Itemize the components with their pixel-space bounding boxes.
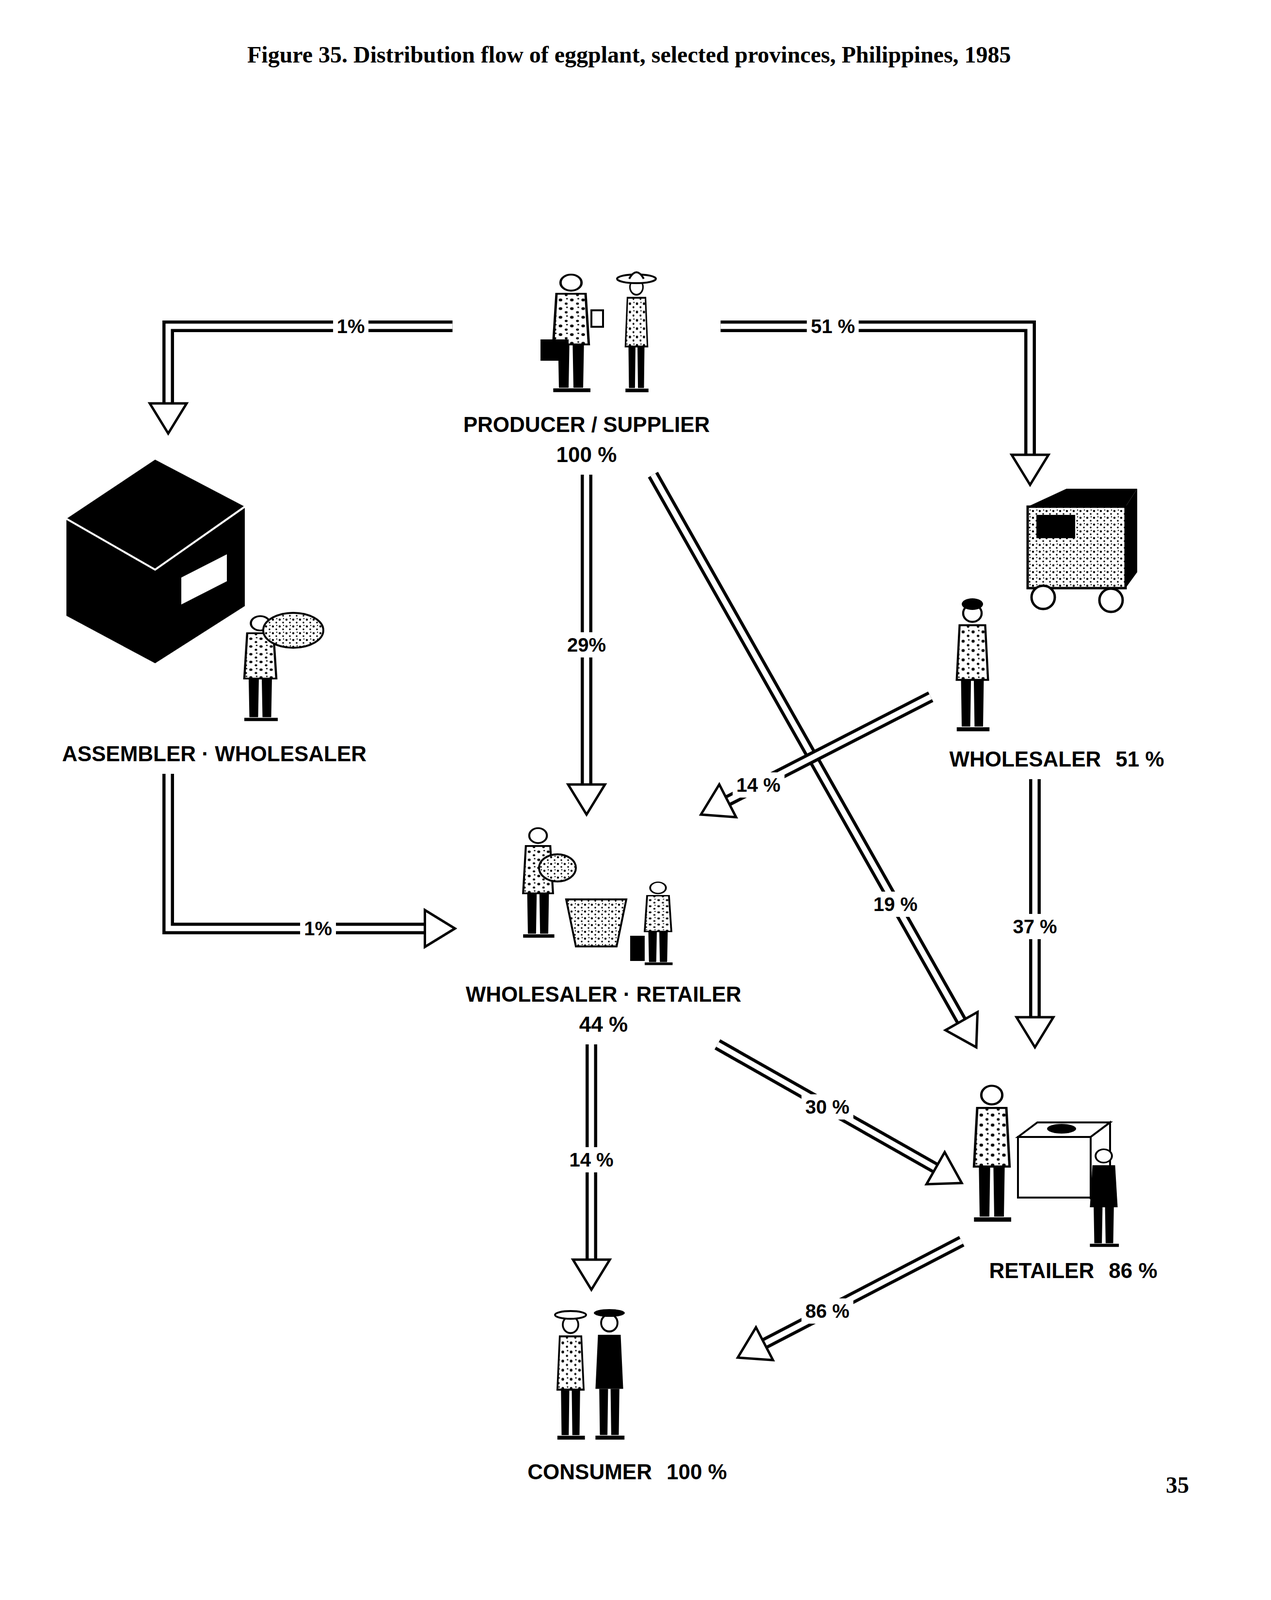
arrow-head: [149, 403, 187, 434]
node-label: 100 %: [463, 439, 711, 470]
arrow-outline: [580, 474, 593, 785]
node-label: CONSUMER: [527, 1456, 652, 1487]
figure-space: [452, 264, 721, 410]
flow-arrow: [720, 326, 1049, 485]
arrow-head: [568, 784, 605, 815]
node-text: ASSEMBLER · WHOLESALER: [62, 738, 367, 769]
node-label: ASSEMBLER · WHOLESALER: [62, 738, 367, 769]
arrow-head: [1016, 1016, 1054, 1048]
flow-share: 30 %: [801, 1094, 854, 1120]
node-text: WHOLESALER · RETAILER44 %: [465, 979, 742, 1040]
node-text-line: WHOLESALER 51 %: [930, 744, 1183, 779]
actor-node: WHOLESALER 51 %: [930, 484, 1183, 779]
node-label: WHOLESALER · RETAILER: [465, 979, 742, 1010]
figure-title: Figure 35. Distribution flow of eggplant…: [247, 38, 1033, 71]
arrow-body: [652, 474, 962, 1021]
node-text-line: ASSEMBLER · WHOLESALER: [39, 738, 389, 774]
flow-arrow: [700, 696, 931, 818]
market-figure: [523, 827, 673, 964]
node-text: CONSUMER 100 %: [527, 1456, 727, 1487]
flow-arrow: [149, 326, 453, 434]
node-text: PRODUCER / SUPPLIER100 %: [463, 409, 711, 470]
node-text-line: PRODUCER / SUPPLIER100 %: [452, 409, 721, 475]
flow-share: 37 %: [1008, 913, 1061, 939]
arrow-body: [764, 1240, 962, 1344]
arrow-outline: [720, 326, 1031, 455]
actor-node: CONSUMER 100 %: [516, 1289, 738, 1492]
flow-share: 1%: [333, 313, 369, 339]
stall-figure: [973, 1085, 1119, 1245]
flow-share: 14 %: [565, 1146, 618, 1173]
arrow-head: [926, 1151, 962, 1184]
figure-space: [961, 1047, 1185, 1256]
truck-figure: [956, 488, 1138, 730]
node-label: 100 %: [666, 1456, 728, 1487]
figure-space: [455, 814, 753, 980]
arrow-body: [584, 474, 590, 785]
node-label: PRODUCER / SUPPLIER: [463, 409, 711, 440]
node-text: RETAILER 86 %: [988, 1255, 1158, 1286]
page-number: 35: [1165, 1471, 1190, 1498]
node-label: 44 %: [465, 1009, 742, 1040]
arrow-outline: [652, 474, 962, 1021]
arrow-outline: [764, 1240, 962, 1344]
node-text-line: CONSUMER 100 %: [516, 1456, 738, 1492]
arrow-outline: [1029, 778, 1041, 1017]
arrow-outline: [168, 326, 453, 404]
producer-figure: [540, 272, 656, 391]
node-text-line: WHOLESALER · RETAILER44 %: [455, 979, 753, 1045]
node-text: WHOLESALER 51 %: [949, 744, 1164, 775]
figure-space: [39, 433, 389, 739]
flow-share: 14 %: [732, 772, 785, 798]
node-label: 51 %: [1115, 744, 1164, 775]
arrow-body: [727, 696, 931, 801]
arrow-body: [1032, 778, 1038, 1017]
flow-share: 29%: [563, 632, 610, 658]
arrow-head: [945, 1011, 978, 1048]
arrow-head: [737, 1327, 774, 1360]
consumer-figure: [555, 1308, 625, 1438]
arrow-head: [572, 1259, 610, 1290]
flow-arrow: [168, 773, 456, 947]
arrow-body: [168, 326, 453, 404]
actor-node: RETAILER 86 %: [961, 1047, 1185, 1291]
node-label: WHOLESALER: [949, 744, 1101, 775]
flow-arrow: [652, 474, 978, 1048]
arrow-head: [1011, 454, 1049, 485]
actor-node: PRODUCER / SUPPLIER100 %: [452, 264, 721, 475]
figure-space: [930, 484, 1183, 745]
arrow-head: [700, 784, 737, 818]
arrow-outline: [727, 696, 931, 801]
flow-share: 1%: [300, 915, 336, 941]
flow-share: 86 %: [801, 1298, 854, 1324]
flow-share: 19 %: [869, 891, 922, 917]
flow-arrow: [717, 1044, 962, 1184]
warehouse-figure: [66, 459, 324, 720]
flow-arrow: [1016, 778, 1054, 1048]
flow-share: 51 %: [807, 313, 859, 339]
actor-node: WHOLESALER · RETAILER44 %: [455, 814, 753, 1045]
arrow-outline: [168, 773, 426, 929]
flow-arrow: [737, 1240, 962, 1360]
node-label: RETAILER: [988, 1255, 1095, 1286]
actor-node: ASSEMBLER · WHOLESALER: [39, 433, 389, 774]
figure-space: [516, 1289, 738, 1457]
arrow-body: [720, 326, 1031, 455]
arrow-head: [425, 909, 456, 947]
node-label: 86 %: [1108, 1255, 1158, 1286]
arrow-outline: [717, 1044, 936, 1168]
node-text-line: RETAILER 86 %: [961, 1255, 1185, 1291]
arrow-body: [717, 1044, 936, 1168]
arrow-body: [168, 773, 426, 929]
